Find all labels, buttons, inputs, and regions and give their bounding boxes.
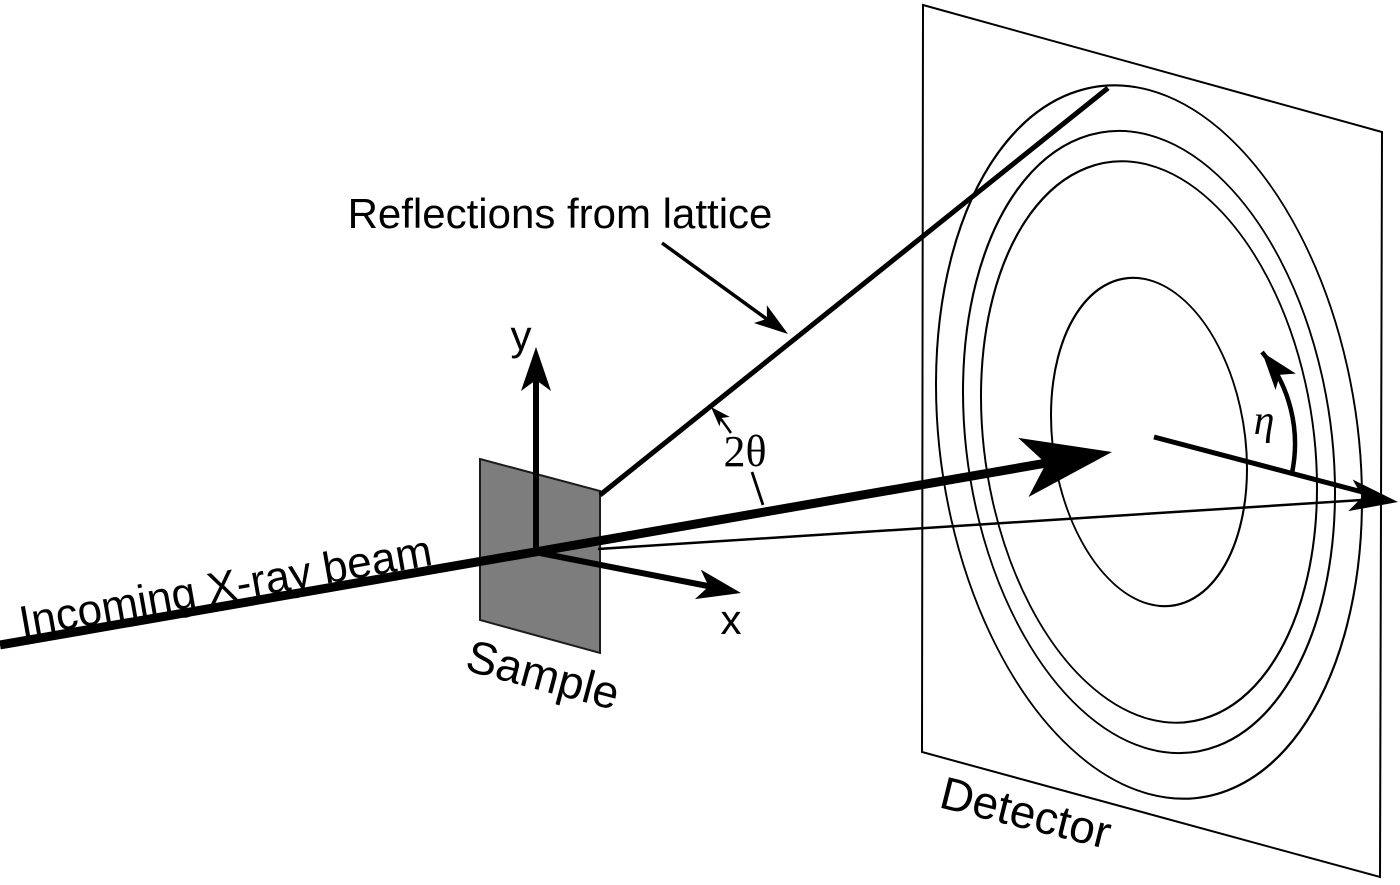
incoming-beam-line: [0, 456, 1059, 650]
reflections-pointer-arrowhead: [753, 305, 788, 334]
y-axis-arrowhead: [521, 347, 551, 391]
y-axis-label: y: [511, 312, 532, 359]
reflection-ray-line: [598, 86, 1110, 497]
two-theta-label: 2θ: [723, 427, 766, 476]
incoming-beam-arrowhead: [1018, 437, 1112, 498]
two-theta-arrowhead: [711, 407, 730, 427]
x-axis-label: x: [721, 596, 742, 643]
incoming-beam-label: Incoming X-ray beam: [15, 526, 435, 647]
detector-panel: [920, 3, 1384, 879]
diffraction-ring-2: [962, 129, 1336, 755]
reflections-label: Reflections from lattice: [348, 190, 773, 237]
reflections-pointer-arrow: [660, 241, 777, 327]
ring-radius-line: [1153, 434, 1371, 497]
scattered-ray-line: [597, 498, 1363, 551]
x-axis-arrowhead: [694, 569, 741, 600]
scattered-ray-arrowhead: [1348, 479, 1398, 512]
eta-label: η: [1254, 398, 1275, 444]
eta-arc-arrowhead: [1262, 352, 1296, 390]
diffraction-ring-4: [1050, 276, 1248, 608]
x-axis-line: [539, 550, 724, 592]
two-theta-leader-line: [750, 471, 765, 506]
diffraction-ring-3: [980, 160, 1318, 724]
